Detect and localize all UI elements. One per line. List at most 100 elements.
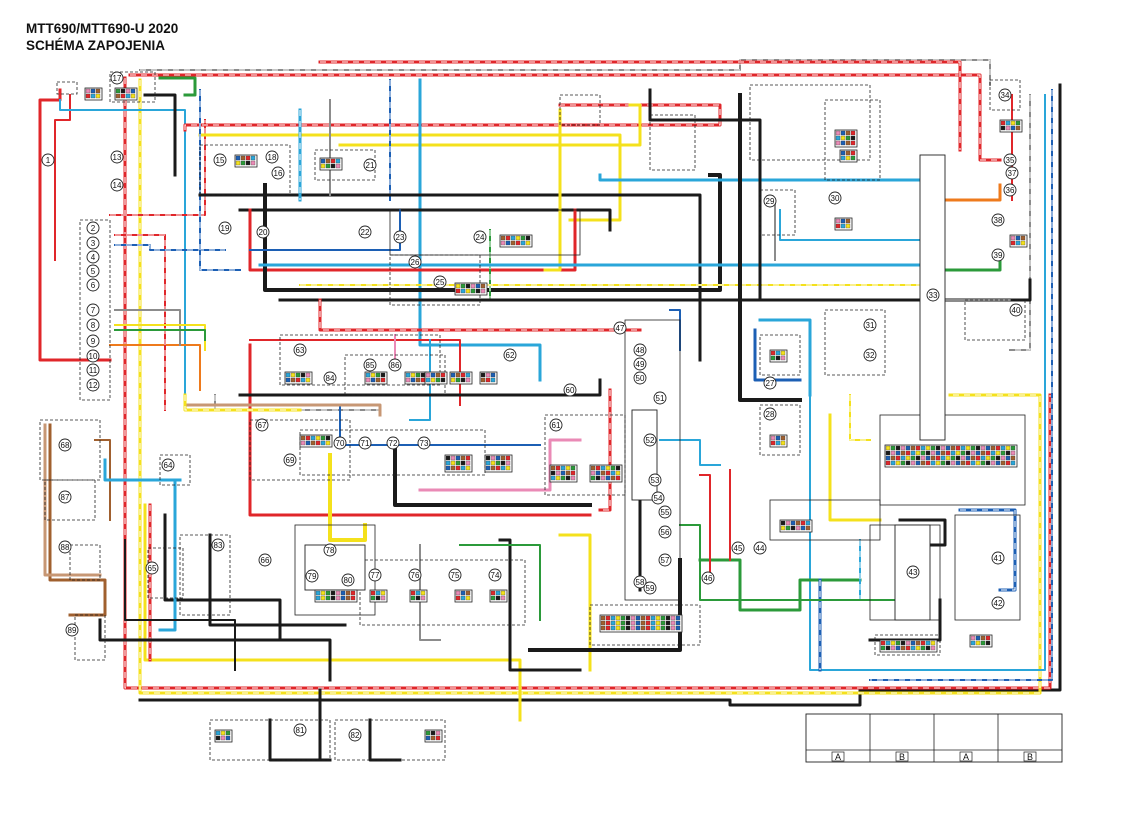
component-number: 51 — [656, 394, 665, 403]
abs-module — [894, 524, 931, 621]
marker-circle — [86, 278, 100, 292]
component-number: 10 — [89, 352, 98, 361]
injector-frame — [359, 559, 526, 626]
component-number: 3 — [91, 239, 96, 248]
marker-circle — [763, 194, 777, 208]
connector-icon — [299, 434, 333, 448]
component-marker-54: 54 — [651, 491, 665, 505]
marker-circle — [408, 568, 422, 582]
wire-red-46 — [248, 208, 577, 272]
marker-circle — [86, 236, 100, 250]
light-frame — [39, 419, 101, 481]
connector-frame — [69, 544, 101, 581]
component-marker-36: 36 — [1003, 183, 1017, 197]
wire-skyblue-22 — [59, 99, 186, 396]
component-marker-39: 39 — [991, 248, 1005, 262]
connector-frame — [56, 81, 78, 95]
component-marker-45: 45 — [731, 541, 745, 555]
connector-icon — [779, 519, 813, 533]
marker-circle — [633, 343, 647, 357]
component-boxes — [39, 71, 1049, 761]
component-number: 67 — [258, 421, 267, 430]
wire-red-18 — [54, 94, 71, 261]
connector-icon — [834, 217, 853, 231]
component-marker-60: 60 — [563, 383, 577, 397]
horn-frame — [44, 479, 96, 521]
marker-circle — [58, 438, 72, 452]
connector-icon — [879, 639, 938, 653]
marker-circle — [65, 623, 79, 637]
component-marker-46: 46 — [701, 571, 715, 585]
component-number: 87 — [61, 493, 70, 502]
component-marker-18: 18 — [265, 150, 279, 164]
turn-signal-frame — [334, 719, 446, 761]
relay-frame — [824, 99, 881, 181]
marker-circle — [613, 321, 627, 335]
component-marker-29: 29 — [763, 194, 777, 208]
component-marker-21: 21 — [363, 158, 377, 172]
component-marker-38: 38 — [991, 213, 1005, 227]
marker-circle — [110, 150, 124, 164]
marker-circle — [358, 436, 372, 450]
component-marker-57: 57 — [658, 553, 672, 567]
component-number: 36 — [1006, 186, 1015, 195]
relay-frame — [759, 189, 796, 236]
connector-icon — [969, 634, 993, 648]
marker-circle — [86, 318, 100, 332]
connector-icon — [884, 444, 1018, 468]
marker-circle — [110, 71, 124, 85]
component-number: 17 — [113, 74, 122, 83]
wire-black-93 — [738, 93, 802, 402]
component-number: 1 — [46, 156, 51, 165]
marker-circle — [333, 436, 347, 450]
marker-circle — [86, 378, 100, 392]
component-marker-16: 16 — [271, 166, 285, 180]
marker-circle — [86, 334, 100, 348]
marker-circle — [86, 363, 100, 377]
component-marker-79: 79 — [305, 569, 319, 583]
wire-stripe-72 — [214, 395, 380, 411]
marker-circle — [473, 230, 487, 244]
wire-gray-2 — [139, 59, 991, 86]
marker-circle — [503, 348, 517, 362]
marker-circle — [991, 213, 1005, 227]
wire-blue-95 — [753, 328, 802, 382]
component-number: 57 — [661, 556, 670, 565]
marker-circle — [488, 568, 502, 582]
wire-skyblue-94 — [758, 318, 812, 397]
wire-black-65 — [393, 438, 592, 507]
component-marker-88: 88 — [58, 540, 72, 554]
connector-icon — [449, 371, 473, 385]
wire-gray-32 — [114, 309, 181, 346]
component-marker-4: 4 — [86, 250, 100, 264]
wire-blue-58 — [249, 209, 401, 251]
connector-icon — [489, 589, 508, 603]
component-number: 54 — [654, 494, 663, 503]
switch-frame — [279, 334, 441, 386]
wire-black-44 — [198, 193, 702, 362]
component-marker-37: 37 — [1005, 166, 1019, 180]
marker-circle — [998, 88, 1012, 102]
marker-circle — [926, 288, 940, 302]
component-marker-1: 1 — [41, 153, 55, 167]
connector-icon — [424, 729, 443, 743]
marker-circle — [323, 371, 337, 385]
component-marker-76: 76 — [408, 568, 422, 582]
marker-circle — [86, 250, 100, 264]
component-number: 21 — [366, 161, 375, 170]
wire-stripe-26 — [110, 120, 206, 216]
marker-circle — [213, 153, 227, 167]
component-marker-55: 55 — [658, 505, 672, 519]
wire-black-79 — [163, 513, 282, 642]
component-number: 9 — [91, 337, 96, 346]
starter-frame — [749, 84, 871, 161]
component-number: 32 — [866, 351, 875, 360]
component-number: 20 — [259, 228, 268, 237]
wire-black-85 — [124, 539, 236, 671]
component-number: 61 — [552, 421, 561, 430]
component-number: 69 — [286, 456, 295, 465]
wire-stripe-69 — [600, 390, 611, 511]
component-marker-26: 26 — [408, 255, 422, 269]
connector-icon — [1009, 234, 1028, 248]
